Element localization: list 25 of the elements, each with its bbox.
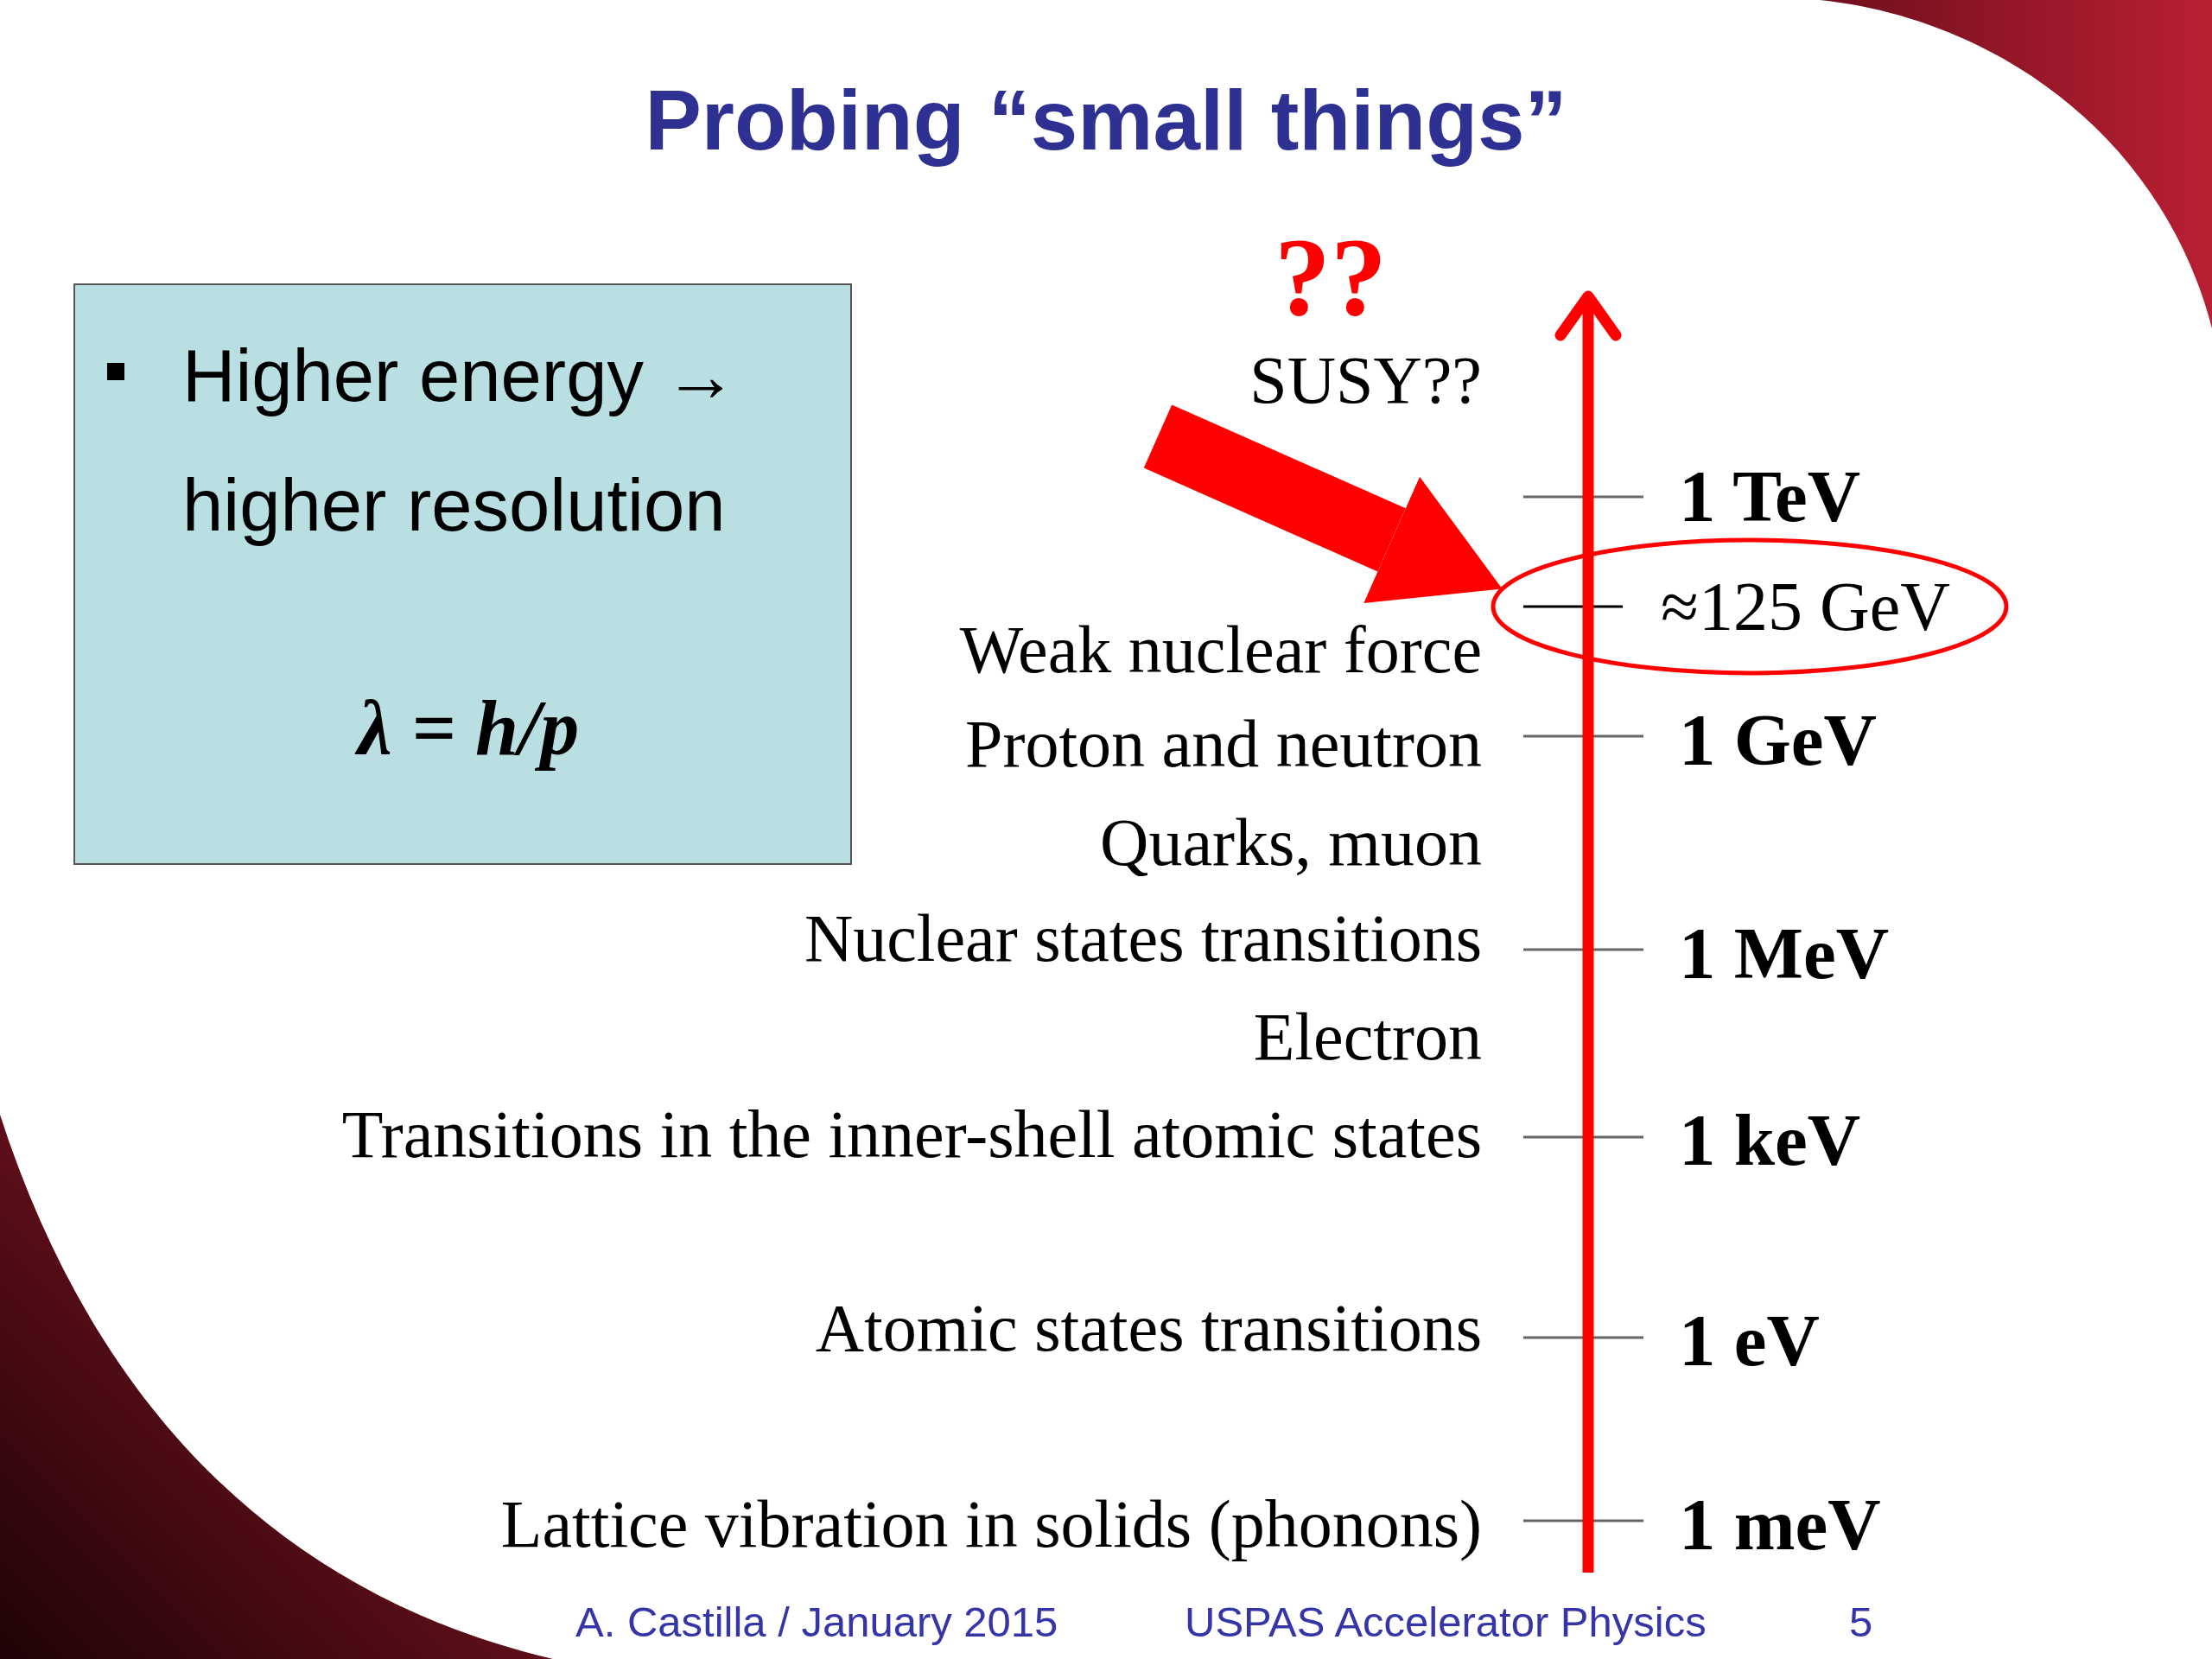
energy-value-label: ≈125 GeV (1661, 569, 1950, 645)
bullet-text: Higher energy → higher resolution (182, 334, 739, 548)
phenomenon-label: Quarks, muon (1100, 805, 1482, 880)
arrow (1143, 404, 1503, 604)
highlight-ellipse (1491, 537, 2009, 676)
phenomenon-label: Lattice vibration in solids (phonons) (500, 1487, 1482, 1561)
phenomenon-label: Atomic states transitions (815, 1291, 1482, 1365)
text-panel (73, 283, 852, 865)
energy-value-label: 1 eV (1679, 1300, 1820, 1382)
energy-value-label: 1 TeV (1679, 456, 1861, 537)
energy-value-label: 1 meV (1679, 1484, 1881, 1566)
phenomenon-label: SUSY?? (1249, 343, 1482, 417)
energy-value-label: 1 keV (1679, 1100, 1861, 1181)
energy-value-label: 1 GeV (1679, 700, 1877, 781)
slide-title: Probing “small things” (645, 74, 1567, 168)
page-number: 5 (1849, 1599, 1873, 1646)
phenomenon-label: Weak nuclear force (959, 613, 1482, 687)
phenomenon-label: Transitions in the inner-shell atomic states (341, 1097, 1482, 1172)
phenomenon-label: Proton and neutron (965, 707, 1482, 781)
footer-text: A. Castilla / January 2015 (575, 1599, 1058, 1646)
edge-label: ?? (1274, 220, 1387, 333)
footer-text: USPAS Accelerator Physics (1185, 1599, 1707, 1646)
phenomenon-label: Nuclear states transitions (804, 901, 1482, 976)
phenomenon-label: Electron (1253, 1000, 1482, 1074)
energy-value-label: 1 MeV (1679, 913, 1890, 995)
